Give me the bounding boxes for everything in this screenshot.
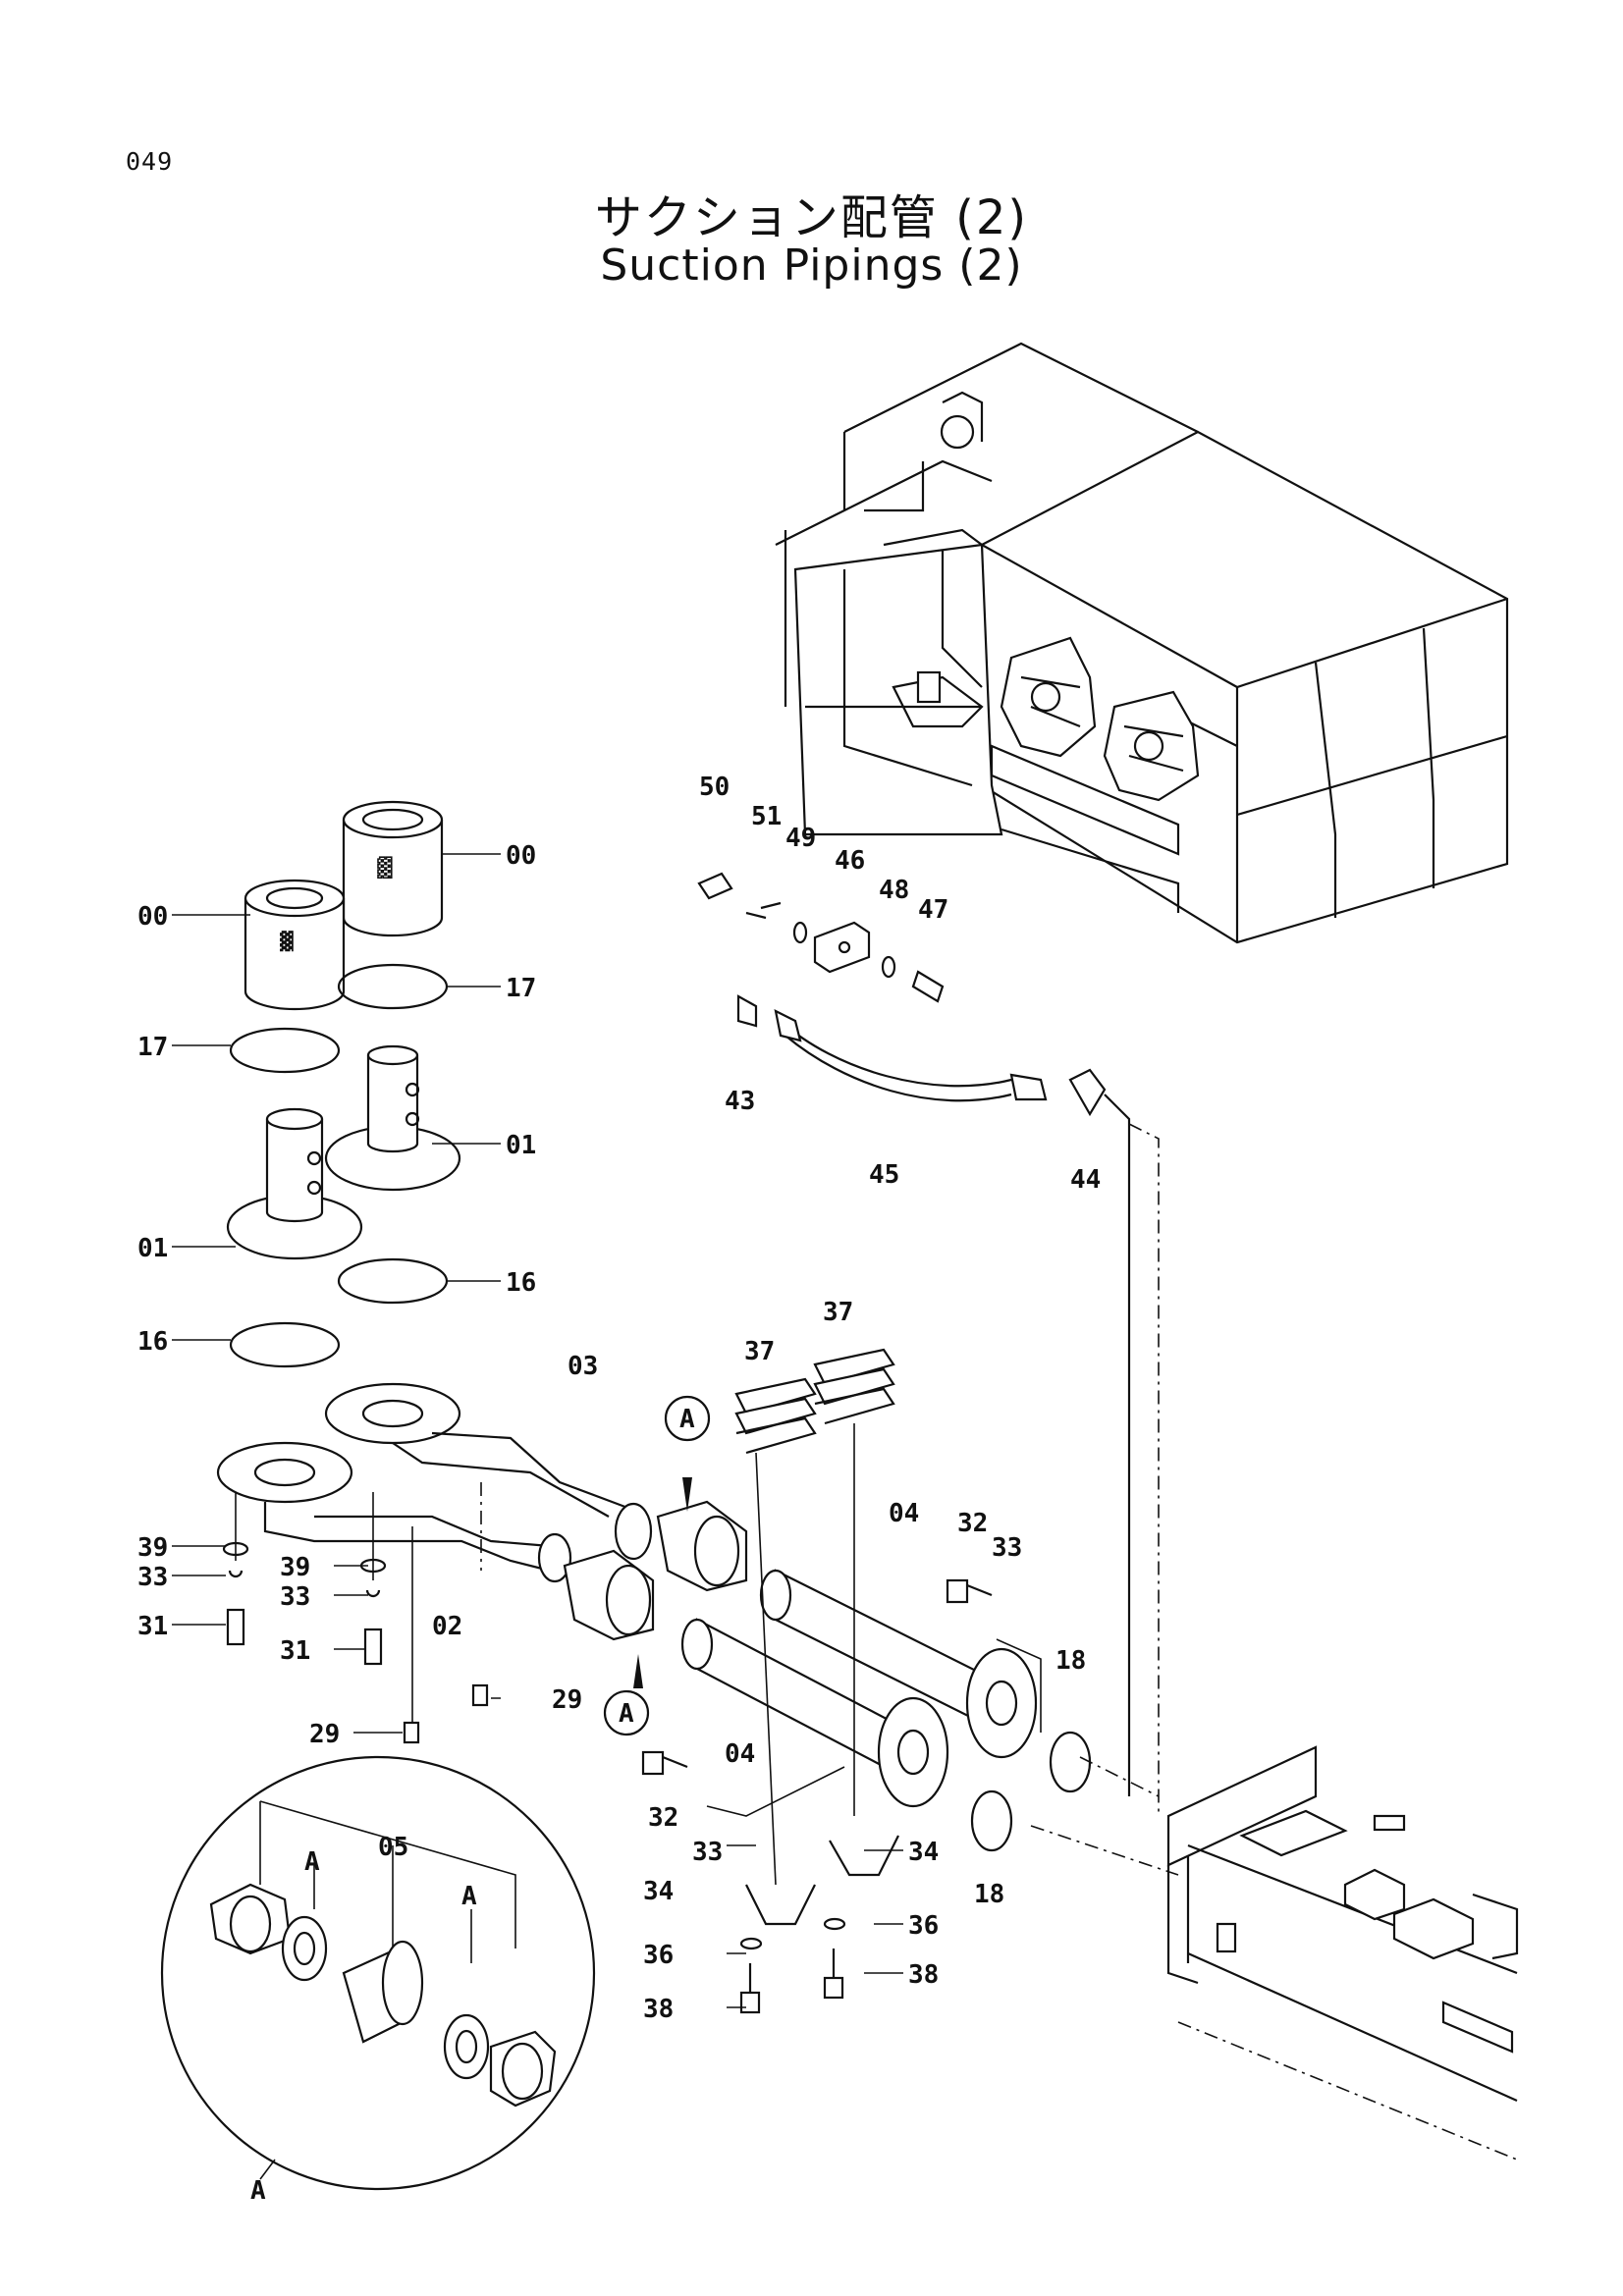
svg-text:▓: ▓ bbox=[378, 857, 392, 879]
page-number: 049 bbox=[126, 147, 174, 176]
callout-43: 43 bbox=[725, 1087, 755, 1116]
machine-drawing bbox=[775, 342, 1509, 944]
callout-01-right: 01 bbox=[506, 1131, 536, 1160]
callout-39-mid: 39 bbox=[280, 1553, 310, 1582]
callout-32-left: 32 bbox=[648, 1803, 678, 1833]
callout-38-right: 38 bbox=[908, 1960, 939, 1990]
callout-50: 50 bbox=[699, 773, 730, 802]
suction-pipes bbox=[216, 1382, 748, 1736]
callout-33-left: 33 bbox=[137, 1563, 168, 1592]
callout-44: 44 bbox=[1070, 1165, 1101, 1195]
callout-a-detail-3: A bbox=[250, 2176, 266, 2206]
svg-text:▓: ▓ bbox=[280, 931, 294, 952]
callout-18-left: 18 bbox=[974, 1880, 1004, 1909]
hose-assembly bbox=[697, 872, 1160, 1816]
callout-16-right: 16 bbox=[506, 1268, 536, 1298]
callout-01-left: 01 bbox=[137, 1234, 168, 1263]
filter-elements: ▓ ▓ bbox=[226, 800, 461, 1368]
callout-38-left: 38 bbox=[643, 1995, 674, 2024]
callout-49: 49 bbox=[785, 824, 816, 853]
callout-03: 03 bbox=[568, 1352, 598, 1381]
callout-18-right: 18 bbox=[1055, 1646, 1086, 1676]
callout-00-right: 00 bbox=[506, 841, 536, 871]
callout-34-left: 34 bbox=[643, 1877, 674, 1906]
callout-16-left: 16 bbox=[137, 1327, 168, 1357]
title-japanese: サクション配管 (2) bbox=[594, 190, 1029, 245]
leader-lines bbox=[172, 853, 903, 2008]
callout-a-bottom: A bbox=[619, 1699, 634, 1729]
callout-48: 48 bbox=[879, 876, 909, 905]
callout-31-mid: 31 bbox=[280, 1636, 310, 1666]
callout-33-lower: 33 bbox=[692, 1838, 723, 1867]
callout-00-left: 00 bbox=[137, 902, 168, 932]
callout-02: 02 bbox=[432, 1612, 462, 1641]
callout-37-right: 37 bbox=[823, 1298, 853, 1327]
callout-45: 45 bbox=[869, 1160, 899, 1190]
title-english: Suction Pipings (2) bbox=[600, 240, 1023, 291]
callout-29-left: 29 bbox=[309, 1720, 340, 1749]
callout-32-right: 32 bbox=[957, 1509, 988, 1538]
callout-47: 47 bbox=[918, 895, 948, 925]
callout-51: 51 bbox=[751, 802, 782, 831]
callout-a-top: A bbox=[679, 1405, 695, 1434]
callout-17-right: 17 bbox=[506, 974, 536, 1003]
callout-04-right: 04 bbox=[889, 1499, 919, 1528]
callout-37-left: 37 bbox=[744, 1337, 775, 1366]
callout-29-right: 29 bbox=[552, 1685, 582, 1715]
callout-36-right: 36 bbox=[908, 1911, 939, 1941]
callout-34-right: 34 bbox=[908, 1838, 939, 1867]
pipes-04 bbox=[641, 1348, 1092, 2014]
callout-17-left: 17 bbox=[137, 1033, 168, 1062]
callout-39-left: 39 bbox=[137, 1533, 168, 1563]
callout-46: 46 bbox=[835, 846, 865, 876]
callout-36-left: 36 bbox=[643, 1941, 674, 1970]
callout-labels: 00 00 17 17 01 01 16 16 03 02 39 39 33 3… bbox=[137, 773, 1101, 2206]
callout-31-left: 31 bbox=[137, 1612, 168, 1641]
callout-33-mid: 33 bbox=[280, 1582, 310, 1612]
callout-05-detail: 05 bbox=[378, 1833, 408, 1862]
callout-a-detail-1: A bbox=[304, 1847, 320, 1877]
callout-a-detail-2: A bbox=[461, 1882, 477, 1911]
callout-04-left: 04 bbox=[725, 1739, 755, 1769]
callout-33-right: 33 bbox=[992, 1533, 1022, 1563]
tank-frame bbox=[1030, 1745, 1519, 2161]
detail-view-a bbox=[160, 1755, 596, 2191]
